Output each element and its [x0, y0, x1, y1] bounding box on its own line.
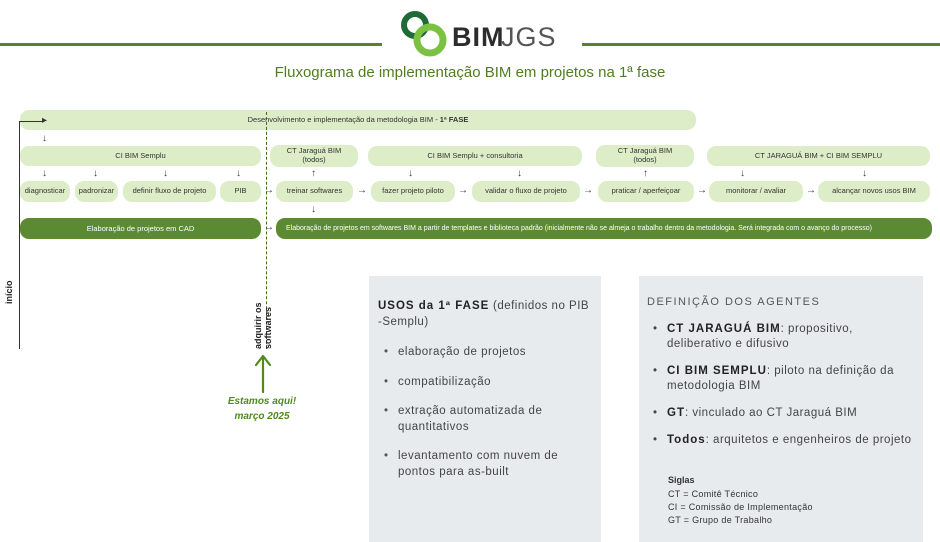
agentes-title: DEFINIÇÃO DOS AGENTES	[647, 296, 821, 308]
step-monitorar: monitorar / avaliar	[709, 181, 803, 202]
usos-item: levantamento com nuvem de pontos para as…	[378, 449, 593, 480]
usos-title: USOS da 1ª FASE (definidos no PIB -Sempl…	[378, 298, 593, 330]
top-phase-bar-text: Desenvolvimento e implementação da metod…	[247, 114, 438, 124]
logo-mark-icon	[401, 11, 447, 57]
arrow-right-icon: →	[264, 222, 274, 233]
agentes-list: CT JARAGUÁ BIM: propositivo, deliberativ…	[649, 322, 914, 460]
header-line-left	[0, 43, 382, 46]
agente-term: GT	[667, 406, 685, 419]
bim-projects-text: Elaboração de projetos em softwares BIM …	[286, 225, 873, 232]
agente-item: CT JARAGUÁ BIM: propositivo, deliberativ…	[649, 322, 914, 352]
step-definir-fluxo: definir fluxo de projeto	[123, 181, 216, 202]
arrow-right-icon: →	[357, 185, 367, 196]
sigla-item: CI = Comissão de Implementação	[668, 502, 813, 512]
agente-item: Todos: arquitetos e engenheiros de proje…	[649, 433, 914, 448]
arrow-down-icon: ↓	[740, 168, 745, 179]
page-title: Fluxograma de implementação BIM em proje…	[274, 64, 666, 81]
cad-projects-text: Elaboração de projetos em CAD	[86, 224, 195, 233]
usos-item: elaboração de projetos	[378, 345, 593, 361]
arrow-down-icon: ↓	[42, 133, 47, 144]
agente-desc: : arquitetos e engenheiros de projeto	[705, 433, 912, 446]
top-phase-bar: Desenvolvimento e implementação da metod…	[20, 110, 696, 130]
agente-desc: : propositivo, deliberativo e difusivo	[667, 323, 853, 350]
cad-projects-bar: Elaboração de projetos em CAD	[20, 218, 261, 239]
estamos-aqui-date: março 2025	[234, 411, 290, 422]
arrow-up-icon: ↑	[643, 168, 648, 179]
arrow-right-icon: →	[264, 185, 274, 196]
usos-title-bold: USOS da 1ª FASE	[378, 300, 490, 312]
arrow-right-icon: →	[583, 185, 593, 196]
arrow-down-icon: ↓	[42, 168, 47, 179]
header-line-right	[582, 43, 940, 46]
agente-desc: : piloto na definição da metodologia BIM	[667, 364, 894, 392]
group-ci-consultoria: CI BIM Semplu + consultoria	[368, 146, 582, 166]
arrow-up-icon: ↑	[311, 168, 316, 179]
arrow-down-icon: ↓	[408, 168, 413, 179]
inicio-connector	[19, 121, 43, 122]
group-ci-bim-semplu: CI BIM Semplu	[20, 146, 261, 166]
agentes-panel: DEFINIÇÃO DOS AGENTES CT JARAGUÁ BIM: pr…	[639, 276, 923, 542]
step-praticar: praticar / aperfeiçoar	[598, 181, 694, 202]
usos-item: extração automatizada de quantitativos	[378, 404, 593, 435]
agente-item: GT: vinculado ao CT Jaraguá BIM	[649, 406, 914, 421]
estamos-aqui-label: Estamos aqui!	[227, 396, 297, 407]
agente-term: CI BIM SEMPLU	[667, 364, 767, 377]
bim-projects-bar: Elaboração de projetos em softwares BIM …	[276, 218, 932, 239]
agente-desc: : vinculado ao CT Jaraguá BIM	[684, 406, 858, 419]
agente-term: CT JARAGUÁ BIM	[667, 323, 781, 335]
step-validar-fluxo: validar o fluxo de projeto	[472, 181, 580, 202]
up-arrow-icon	[253, 352, 273, 394]
usos-panel: USOS da 1ª FASE (definidos no PIB -Sempl…	[369, 276, 601, 542]
logo: BIM JGS	[400, 10, 560, 58]
sigla-item: CT = Comitê Técnico	[668, 489, 759, 499]
top-phase-bar-bold: 1ª FASE	[439, 114, 469, 124]
arrow-right-icon: →	[697, 185, 707, 196]
usos-title-rest: (definidos no PIB -Semplu)	[378, 300, 590, 329]
brand-bold: BIM	[452, 22, 505, 52]
step-diagnosticar: diagnosticar	[20, 181, 70, 202]
group-ct-ci: CT JARAGUÁ BIM + CI BIM SEMPLU	[707, 146, 930, 166]
usos-item: compatibilização	[378, 375, 593, 391]
inicio-label: início	[4, 280, 14, 304]
inicio-line	[19, 121, 20, 349]
group-ct-jaragua-2: CT Jaraguá BIM (todos)	[596, 145, 694, 167]
group-ct-jaragua-1: CT Jaraguá BIM (todos)	[270, 145, 358, 167]
sigla-item: GT = Grupo de Trabalho	[668, 515, 773, 525]
arrow-down-icon: ↓	[862, 168, 867, 179]
arrow-right-icon: →	[458, 185, 468, 196]
step-padronizar: padronizar	[75, 181, 118, 202]
step-projeto-piloto: fazer projeto piloto	[371, 181, 455, 202]
siglas-title: Siglas	[668, 475, 695, 485]
arrow-down-icon: ↓	[93, 168, 98, 179]
agente-item: CI BIM SEMPLU: piloto na definição da me…	[649, 364, 914, 394]
arrow-down-icon: ↓	[311, 204, 316, 215]
step-pib: PIB	[220, 181, 261, 202]
arrow-down-icon: ↓	[517, 168, 522, 179]
agente-term: Todos	[667, 433, 706, 446]
step-treinar-softwares: treinar softwares	[276, 181, 353, 202]
usos-list: elaboração de projetos compatibilização …	[378, 345, 593, 494]
step-alcancar: alcançar novos usos BIM	[818, 181, 930, 202]
arrow-down-icon: ↓	[236, 168, 241, 179]
brand-light: JGS	[501, 22, 557, 52]
arrow-down-icon: ↓	[163, 168, 168, 179]
inicio-arrow-icon: ▸	[42, 115, 48, 126]
arrow-right-icon: →	[806, 185, 816, 196]
adquirir-label: adquirir os softwares	[253, 302, 274, 349]
timeline-marker	[266, 112, 267, 349]
